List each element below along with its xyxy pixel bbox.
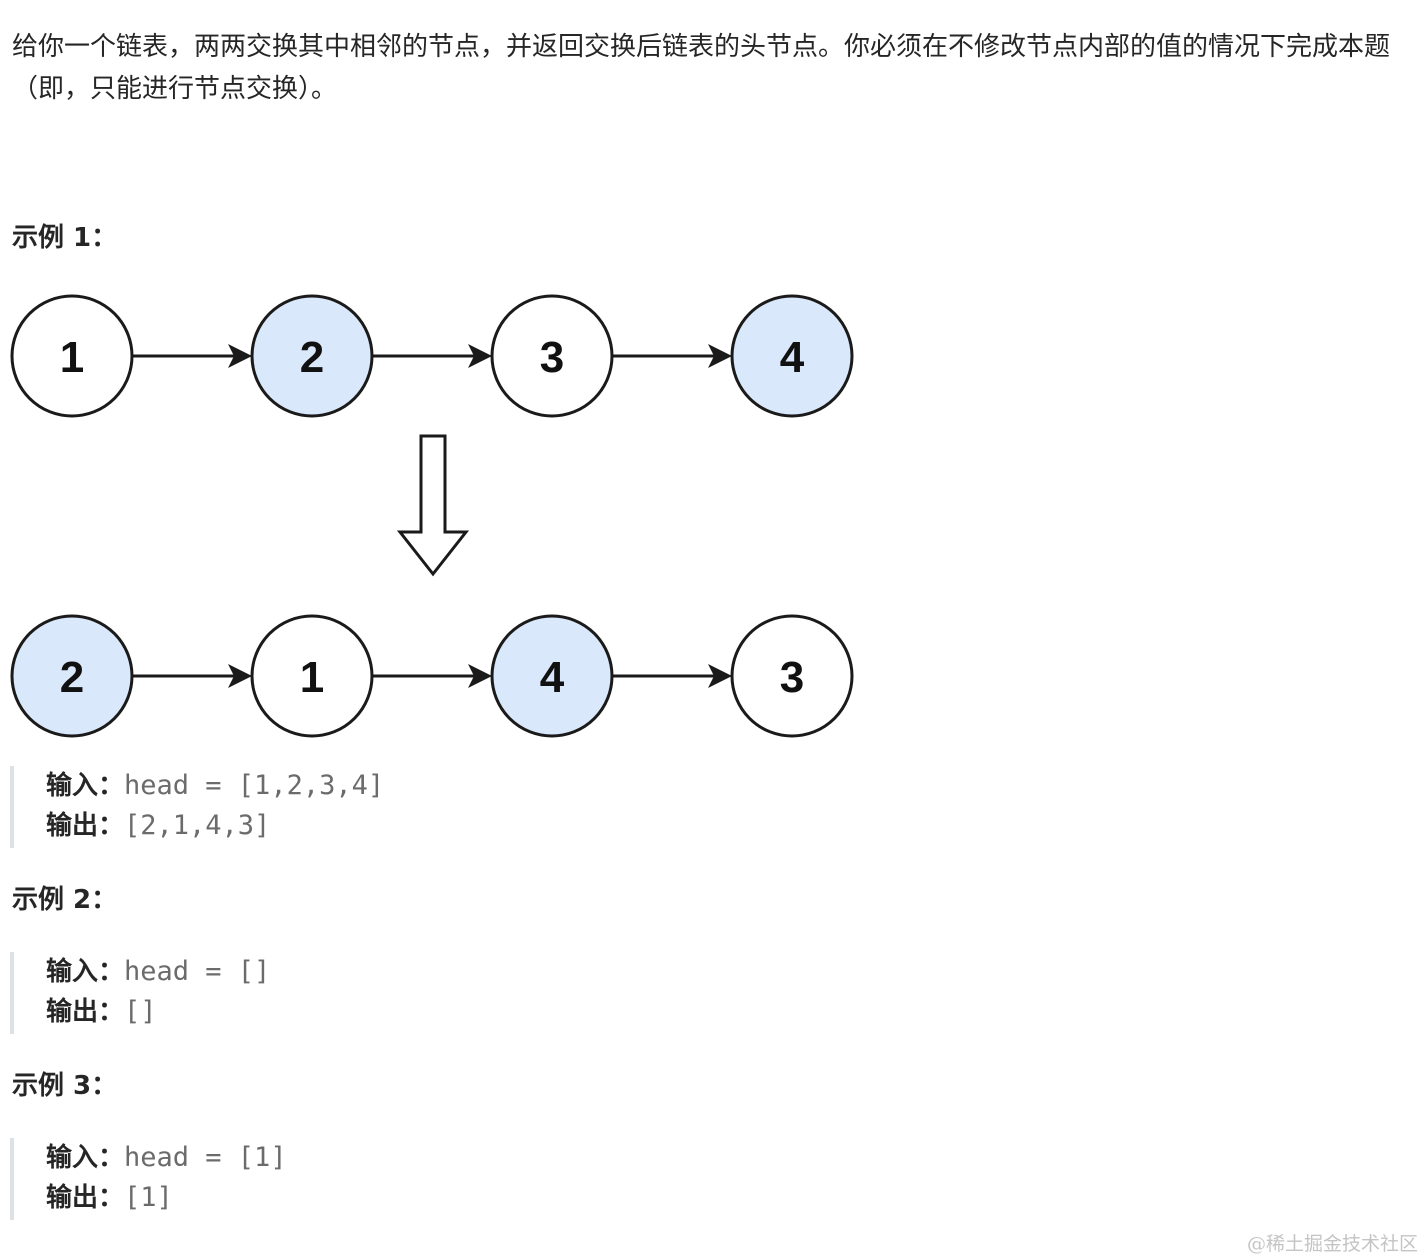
swap-down-arrow-icon xyxy=(396,434,470,577)
before-arrowhead-2 xyxy=(468,344,492,368)
example-1-io: 输入：head = [1,2,3,4] 输出：[2,1,4,3] xyxy=(10,766,846,848)
example-3-io: 输入：head = [1] 输出：[1] xyxy=(10,1138,846,1220)
input-label: 输入： xyxy=(46,1143,125,1173)
before-node-label-2: 2 xyxy=(300,333,324,382)
after-arrowhead-3 xyxy=(708,664,732,688)
input-label: 输入： xyxy=(46,957,125,987)
after-node-label-2: 1 xyxy=(300,653,324,702)
after-node-1 xyxy=(10,614,134,738)
output-label: 输出： xyxy=(46,1183,125,1213)
after-node-3 xyxy=(490,614,614,738)
after-node-2 xyxy=(250,614,374,738)
before-arrowhead-3 xyxy=(708,344,732,368)
after-node-label-1: 2 xyxy=(60,653,84,702)
output-value: [] xyxy=(124,996,157,1027)
before-node-4 xyxy=(730,294,854,418)
linked-list-swap-diagram: 1 2 3 4 2 1 4 3 xyxy=(0,286,870,746)
example-2-input-line: 输入：head = [] xyxy=(46,952,846,992)
output-value: [2,1,4,3] xyxy=(124,810,271,841)
before-node-label-4: 4 xyxy=(780,333,805,382)
input-value: head = [1,2,3,4] xyxy=(124,770,385,801)
example-3-input-line: 输入：head = [1] xyxy=(46,1138,846,1178)
output-label: 输出： xyxy=(46,811,125,841)
example-1-title: 示例 1： xyxy=(12,223,118,253)
example-2-output-line: 输出：[] xyxy=(46,992,846,1032)
example-2-io: 输入：head = [] 输出：[] xyxy=(10,952,846,1034)
output-label: 输出： xyxy=(46,997,125,1027)
after-node-label-3: 4 xyxy=(540,653,565,702)
example-1-output-line: 输出：[2,1,4,3] xyxy=(46,806,846,846)
example-3-title: 示例 3： xyxy=(12,1071,118,1101)
before-node-label-1: 1 xyxy=(60,333,84,382)
input-value: head = [] xyxy=(124,956,271,987)
after-arrowhead-1 xyxy=(228,664,252,688)
input-label: 输入： xyxy=(46,771,125,801)
after-node-4 xyxy=(730,614,854,738)
input-value: head = [1] xyxy=(124,1142,287,1173)
output-value: [1] xyxy=(124,1182,173,1213)
before-node-1 xyxy=(10,294,134,418)
after-node-label-4: 3 xyxy=(780,653,804,702)
before-node-2 xyxy=(250,294,374,418)
before-node-3 xyxy=(490,294,614,418)
problem-description: 给你一个链表，两两交换其中相邻的节点，并返回交换后链表的头节点。你必须在不修改节… xyxy=(12,32,1391,104)
before-arrowhead-1 xyxy=(228,344,252,368)
example-3-output-line: 输出：[1] xyxy=(46,1178,846,1218)
example-1-input-line: 输入：head = [1,2,3,4] xyxy=(46,766,846,806)
watermark: @稀土掘金技术社区 xyxy=(1246,1233,1418,1255)
diagram-svg: 1 2 3 4 2 1 4 3 xyxy=(10,294,854,738)
before-node-label-3: 3 xyxy=(540,333,564,382)
after-arrowhead-2 xyxy=(468,664,492,688)
example-2-title: 示例 2： xyxy=(12,885,118,915)
